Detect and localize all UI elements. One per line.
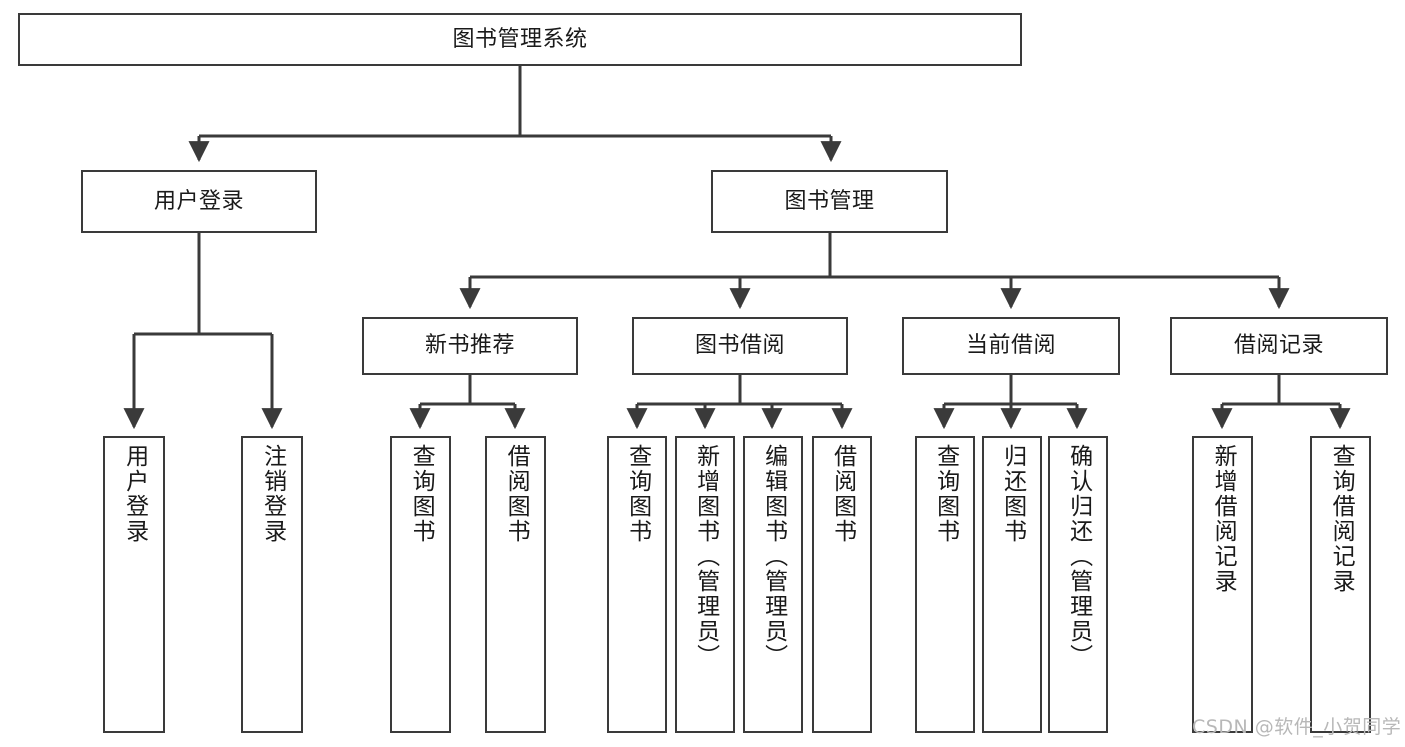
node-user-login-label: 用户登录 bbox=[153, 188, 244, 214]
node-leaf-query-book-borrow-label: 查询图书 bbox=[624, 444, 651, 544]
node-leaf-query-book-recommend-label: 查询图书 bbox=[408, 444, 435, 544]
node-leaf-return-book[interactable]: 归还图书 bbox=[982, 436, 1042, 733]
node-book-borrow[interactable]: 图书借阅 bbox=[632, 317, 848, 375]
node-leaf-logout-label: 注销登录 bbox=[259, 444, 286, 544]
node-borrow-record[interactable]: 借阅记录 bbox=[1170, 317, 1388, 375]
node-leaf-query-book-current-label: 查询图书 bbox=[932, 444, 959, 544]
node-leaf-confirm-return-admin-label: 确认归还（管理员） bbox=[1065, 444, 1092, 669]
node-current-borrow-label: 当前借阅 bbox=[965, 333, 1056, 359]
node-leaf-add-book-admin[interactable]: 新增图书（管理员） bbox=[675, 436, 735, 733]
node-leaf-user-login-label: 用户登录 bbox=[121, 444, 148, 544]
node-leaf-add-borrow-record-label: 新增借阅记录 bbox=[1210, 444, 1237, 594]
node-root-label: 图书管理系统 bbox=[452, 26, 588, 52]
node-leaf-query-book-borrow[interactable]: 查询图书 bbox=[607, 436, 667, 733]
node-book-management-label: 图书管理 bbox=[784, 188, 875, 214]
node-leaf-borrow-book[interactable]: 借阅图书 bbox=[812, 436, 872, 733]
node-book-borrow-label: 图书借阅 bbox=[694, 333, 785, 359]
node-leaf-query-book-current[interactable]: 查询图书 bbox=[915, 436, 975, 733]
node-borrow-record-label: 借阅记录 bbox=[1233, 333, 1324, 359]
node-leaf-add-borrow-record[interactable]: 新增借阅记录 bbox=[1192, 436, 1253, 733]
node-new-book-recommend-label: 新书推荐 bbox=[424, 333, 515, 359]
node-leaf-query-borrow-record[interactable]: 查询借阅记录 bbox=[1310, 436, 1371, 733]
node-leaf-logout[interactable]: 注销登录 bbox=[241, 436, 303, 733]
node-leaf-add-book-admin-label: 新增图书（管理员） bbox=[692, 444, 719, 669]
node-new-book-recommend[interactable]: 新书推荐 bbox=[362, 317, 578, 375]
node-book-management[interactable]: 图书管理 bbox=[711, 170, 948, 233]
node-leaf-borrow-book-recommend[interactable]: 借阅图书 bbox=[485, 436, 546, 733]
csdn-watermark: CSDN @软件_小贺同学 bbox=[1192, 716, 1402, 738]
node-leaf-edit-book-admin[interactable]: 编辑图书（管理员） bbox=[743, 436, 803, 733]
node-leaf-user-login[interactable]: 用户登录 bbox=[103, 436, 165, 733]
node-leaf-edit-book-admin-label: 编辑图书（管理员） bbox=[760, 444, 787, 669]
node-leaf-query-book-recommend[interactable]: 查询图书 bbox=[390, 436, 451, 733]
node-leaf-borrow-book-recommend-label: 借阅图书 bbox=[503, 444, 530, 544]
node-current-borrow[interactable]: 当前借阅 bbox=[902, 317, 1120, 375]
node-user-login[interactable]: 用户登录 bbox=[81, 170, 317, 233]
node-leaf-query-borrow-record-label: 查询借阅记录 bbox=[1328, 444, 1355, 594]
node-leaf-return-book-label: 归还图书 bbox=[999, 444, 1026, 544]
node-leaf-confirm-return-admin[interactable]: 确认归还（管理员） bbox=[1048, 436, 1108, 733]
node-root-book-management-system[interactable]: 图书管理系统 bbox=[18, 13, 1022, 66]
node-leaf-borrow-book-label: 借阅图书 bbox=[829, 444, 856, 544]
